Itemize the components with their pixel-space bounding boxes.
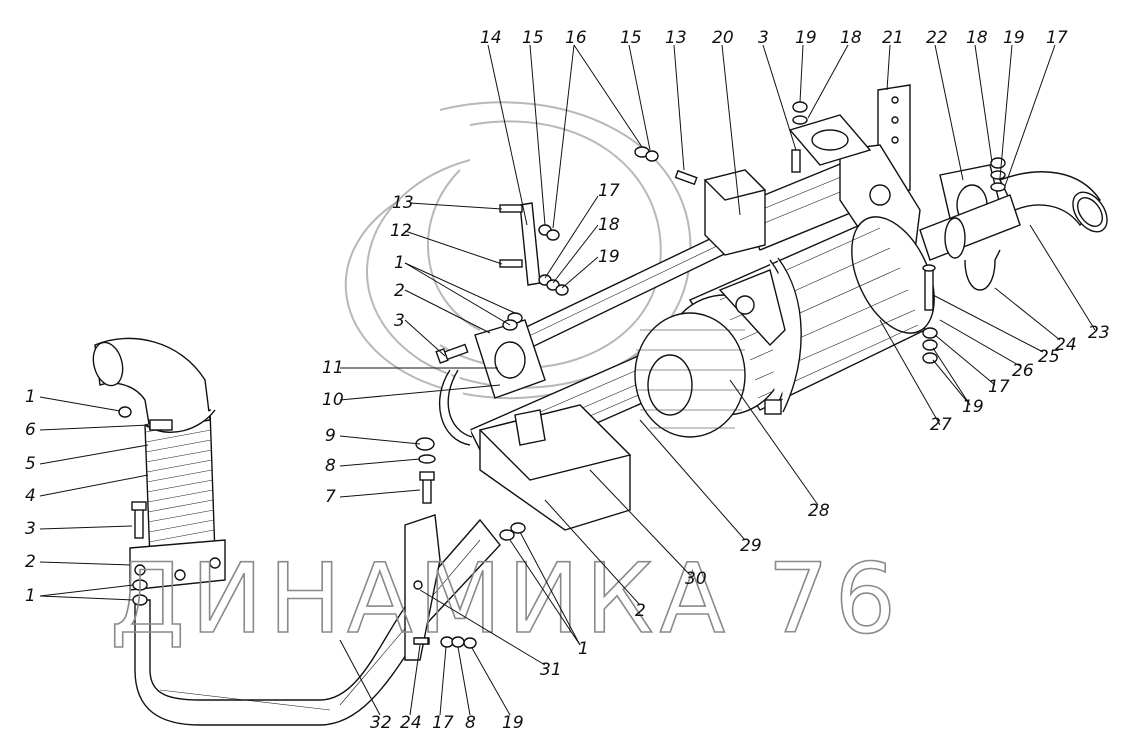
callout-2: 2	[25, 552, 36, 572]
callout-8: 8	[465, 713, 476, 733]
callout-24: 24	[1055, 335, 1077, 355]
muffler-front-drum	[634, 312, 746, 438]
callout-29: 29	[740, 536, 762, 556]
callout-7: 7	[325, 487, 336, 507]
lower-flange	[129, 539, 226, 591]
callout-30: 30	[685, 569, 707, 589]
bracket-14	[499, 202, 569, 296]
callout-3: 3	[394, 311, 405, 331]
callout-4: 4	[25, 486, 36, 506]
callout-1: 1	[394, 253, 405, 273]
washers-1-lower	[499, 522, 526, 541]
callout-14: 14	[480, 28, 502, 48]
hardware-17-19-right	[922, 327, 938, 364]
hardware-7-8-9	[415, 437, 436, 504]
muffler-outlet-pipe	[919, 194, 1021, 261]
callout-3: 3	[758, 28, 769, 48]
bolt-3-mid	[435, 343, 469, 364]
front-mount-bracket	[438, 319, 546, 446]
bolt-25	[922, 264, 936, 311]
flex-hose	[144, 409, 216, 561]
hardware-15-16	[634, 146, 698, 186]
box-bracket	[478, 404, 632, 531]
callout-31: 31	[540, 660, 562, 680]
bracket-20	[703, 169, 767, 256]
callout-19: 19	[1003, 28, 1025, 48]
callout-18: 18	[966, 28, 988, 48]
callout-5: 5	[25, 454, 36, 474]
callout-13: 13	[665, 28, 687, 48]
top-flange	[788, 114, 872, 173]
callout-16: 16	[565, 28, 587, 48]
callout-17: 17	[1046, 28, 1068, 48]
callout-1: 1	[578, 639, 589, 659]
callout-18: 18	[840, 28, 862, 48]
watermark-text: ДИНАМИКА 76	[110, 543, 902, 655]
callout-3: 3	[25, 519, 36, 539]
callout-2: 2	[394, 281, 405, 301]
callout-labels: 14 15 16 15 13 20 3 19 18 21 22 18 19 17…	[25, 28, 1110, 733]
callout-1: 1	[25, 387, 36, 407]
callout-27: 27	[930, 415, 952, 435]
callout-19: 19	[598, 247, 620, 267]
tail-pipe-elbow	[999, 171, 1108, 233]
callout-6: 6	[25, 420, 36, 440]
callout-22: 22	[926, 28, 948, 48]
callout-28: 28	[808, 501, 830, 521]
callout-25: 25	[1038, 347, 1060, 367]
callout-23: 23	[1088, 323, 1110, 343]
callout-17: 17	[598, 181, 620, 201]
callout-12: 12	[390, 221, 412, 241]
callout-20: 20	[712, 28, 734, 48]
callout-17: 17	[432, 713, 454, 733]
callout-13: 13	[392, 193, 414, 213]
callout-2: 2	[635, 601, 646, 621]
bolt-3-left	[131, 501, 147, 539]
u-bolt-right	[964, 249, 1001, 291]
callout-10: 10	[322, 390, 344, 410]
callout-1: 1	[25, 586, 36, 606]
callout-32: 32	[370, 713, 392, 733]
leader-lines	[39, 44, 1096, 716]
callout-18: 18	[598, 215, 620, 235]
callout-19: 19	[962, 397, 984, 417]
hardware-bottom	[413, 636, 477, 649]
callout-19: 19	[795, 28, 817, 48]
callout-15: 15	[620, 28, 642, 48]
inlet-elbow	[92, 337, 211, 431]
callout-11: 11	[322, 358, 344, 378]
heat-shield-bracket	[718, 269, 786, 347]
callout-21: 21	[882, 28, 904, 48]
callout-17: 17	[988, 377, 1010, 397]
callout-15: 15	[522, 28, 544, 48]
callout-26: 26	[1012, 361, 1034, 381]
callout-8: 8	[325, 456, 336, 476]
nuts-lower-left	[132, 579, 148, 606]
nut-upper-left	[118, 406, 132, 418]
callout-24: 24	[400, 713, 422, 733]
callout-9: 9	[325, 426, 336, 446]
callout-19: 19	[502, 713, 524, 733]
